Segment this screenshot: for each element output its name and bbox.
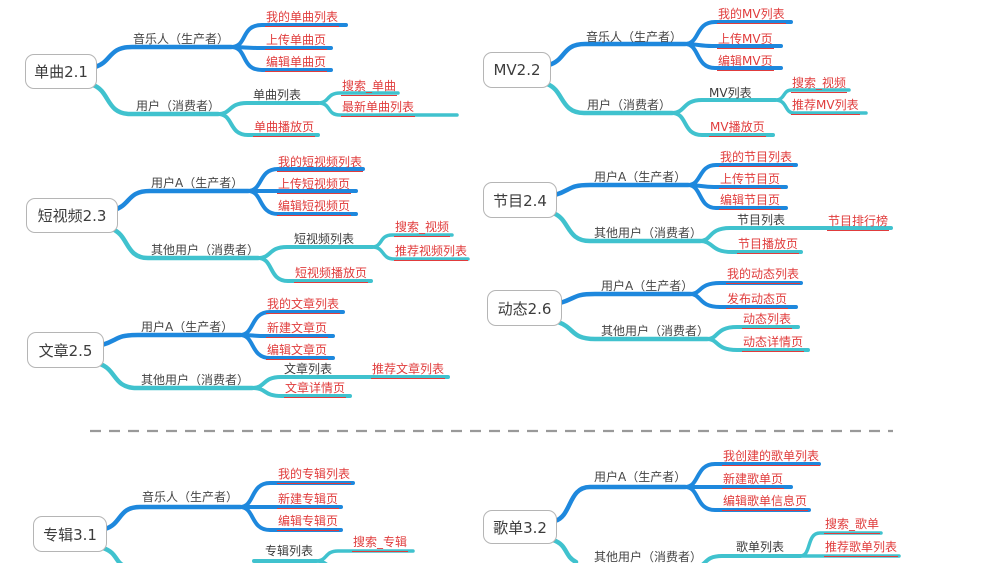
leaf-node[interactable]: 我的节目列表 bbox=[719, 150, 794, 167]
leaf-node[interactable]: 搜索_视频 bbox=[394, 220, 451, 237]
leaf-node[interactable]: 推荐视频列表 bbox=[394, 244, 469, 261]
leaf-node[interactable]: 搜索_视频 bbox=[791, 76, 848, 93]
leaf-node[interactable]: 动态详情页 bbox=[742, 335, 805, 352]
leaf-node[interactable]: 新建歌单页 bbox=[722, 472, 785, 489]
leaf-node[interactable]: 上传MV页 bbox=[717, 32, 774, 49]
branch-label[interactable]: 音乐人（生产者） bbox=[133, 32, 230, 46]
branch-label[interactable]: 用户（消费者） bbox=[587, 98, 672, 112]
leaf-node[interactable]: 推荐文章列表 bbox=[371, 362, 446, 379]
root-topic-single[interactable]: 单曲2.1 bbox=[25, 54, 97, 89]
branch-label[interactable]: 其他用户（消费者） bbox=[594, 226, 703, 240]
leaf-node[interactable]: 上传短视频页 bbox=[277, 177, 352, 194]
leaf-node[interactable]: 文章详情页 bbox=[284, 381, 347, 398]
leaf-node[interactable]: 动态列表 bbox=[742, 312, 793, 329]
sub-node[interactable]: 歌单列表 bbox=[736, 540, 785, 554]
leaf-node[interactable]: 最新单曲列表 bbox=[341, 100, 416, 117]
leaf-node[interactable]: 搜索_专辑 bbox=[352, 535, 409, 552]
leaf-node[interactable]: 搜索_单曲 bbox=[341, 79, 398, 96]
root-topic-shortvideo[interactable]: 短视频2.3 bbox=[26, 198, 118, 233]
branch-label[interactable]: 用户（消费者） bbox=[136, 99, 221, 113]
sub-node[interactable]: 节目列表 bbox=[737, 213, 786, 227]
leaf-node[interactable]: 我的专辑列表 bbox=[277, 467, 352, 484]
branch-label[interactable]: 音乐人（生产者） bbox=[586, 30, 683, 44]
branch-label[interactable]: 其他用户（消费者） bbox=[141, 373, 250, 387]
leaf-node[interactable]: 节目排行榜 bbox=[827, 214, 890, 231]
root-topic-playlist[interactable]: 歌单3.2 bbox=[483, 510, 557, 544]
branch-label[interactable]: 用户A（生产者） bbox=[594, 470, 687, 484]
branch-label[interactable]: 用户A（生产者） bbox=[151, 176, 244, 190]
leaf-node[interactable]: 发布动态页 bbox=[726, 292, 789, 309]
sub-node[interactable]: MV列表 bbox=[709, 86, 752, 100]
branch-label[interactable]: 用户A（生产者） bbox=[594, 170, 687, 184]
leaf-node[interactable]: 新建专辑页 bbox=[277, 492, 340, 509]
leaf-node[interactable]: 编辑单曲页 bbox=[265, 55, 328, 72]
leaf-node[interactable]: 推荐MV列表 bbox=[791, 98, 860, 115]
root-topic-feed[interactable]: 动态2.6 bbox=[487, 290, 562, 326]
sub-node[interactable]: 专辑列表 bbox=[265, 544, 314, 558]
leaf-node[interactable]: 编辑MV页 bbox=[717, 54, 774, 71]
leaf-node[interactable]: 编辑专辑页 bbox=[277, 514, 340, 531]
leaf-node[interactable]: 新建文章页 bbox=[266, 321, 329, 338]
leaf-node[interactable]: 我的文章列表 bbox=[266, 297, 341, 314]
branch-label[interactable]: 用户A（生产者） bbox=[141, 320, 234, 334]
leaf-node[interactable]: 上传单曲页 bbox=[265, 33, 328, 50]
leaf-node[interactable]: 推荐歌单列表 bbox=[824, 540, 899, 557]
leaf-node[interactable]: 我创建的歌单列表 bbox=[722, 449, 821, 466]
leaf-node[interactable]: 我的MV列表 bbox=[717, 7, 786, 24]
root-topic-album[interactable]: 专辑3.1 bbox=[33, 516, 107, 552]
leaf-node[interactable]: 节目播放页 bbox=[737, 237, 800, 254]
root-topic-mv[interactable]: MV2.2 bbox=[483, 52, 551, 88]
leaf-node[interactable]: 编辑歌单信息页 bbox=[722, 494, 809, 511]
leaf-node[interactable]: 上传节目页 bbox=[719, 172, 782, 189]
leaf-node[interactable]: 编辑短视频页 bbox=[277, 199, 352, 216]
branch-label[interactable]: 音乐人（生产者） bbox=[142, 490, 239, 504]
leaf-node[interactable]: 搜索_歌单 bbox=[824, 517, 881, 534]
leaf-node[interactable]: 我的短视频列表 bbox=[277, 155, 364, 172]
leaf-node[interactable]: 编辑文章页 bbox=[266, 343, 329, 360]
leaf-node[interactable]: 我的动态列表 bbox=[726, 267, 801, 284]
branch-label[interactable]: 用户A（生产者） bbox=[601, 279, 694, 293]
leaf-node[interactable]: 编辑节目页 bbox=[719, 193, 782, 210]
branch-label[interactable]: 其他用户（消费者） bbox=[151, 243, 260, 257]
root-topic-article[interactable]: 文章2.5 bbox=[27, 332, 104, 368]
sub-node[interactable]: 短视频列表 bbox=[294, 232, 355, 246]
sub-node[interactable]: 单曲列表 bbox=[253, 88, 302, 102]
leaf-node[interactable]: 单曲播放页 bbox=[253, 120, 316, 137]
leaf-node[interactable]: 短视频播放页 bbox=[294, 266, 369, 283]
branch-label[interactable]: 其他用户（消费者） bbox=[601, 324, 710, 338]
root-topic-program[interactable]: 节目2.4 bbox=[483, 182, 557, 218]
leaf-node[interactable]: 我的单曲列表 bbox=[265, 10, 340, 27]
leaf-node[interactable]: MV播放页 bbox=[709, 120, 766, 137]
sub-node[interactable]: 文章列表 bbox=[284, 362, 333, 376]
branch-label[interactable]: 其他用户（消费者） bbox=[594, 550, 703, 563]
